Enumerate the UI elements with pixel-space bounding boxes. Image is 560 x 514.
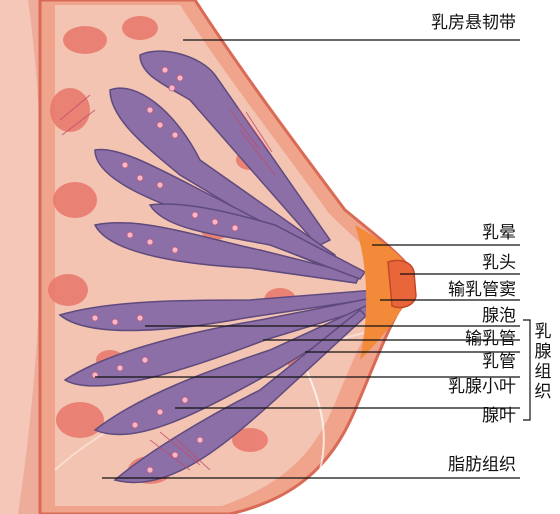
label-alveolus: 腺泡 — [482, 306, 516, 326]
alveoli — [91, 66, 239, 474]
label-areola: 乳晕 — [482, 223, 516, 243]
label-lobe: 腺叶 — [482, 406, 516, 426]
ligament-fibres — [59, 94, 276, 471]
label-mammary-tissue-group: 乳腺组织 — [534, 322, 552, 402]
label-lobule: 乳腺小叶 — [448, 377, 516, 397]
mammary-lobes — [58, 50, 380, 484]
label-nipple: 乳头 — [482, 253, 516, 273]
group-bracket — [523, 319, 531, 421]
label-suspensory-ligament: 乳房悬韧带 — [431, 13, 516, 33]
label-lactiferous-duct: 输乳管 — [465, 329, 516, 349]
nipple-shape — [387, 259, 417, 309]
label-milk-duct: 乳管 — [482, 352, 516, 372]
label-lactiferous-sinus: 输乳管窦 — [448, 280, 516, 300]
label-fat-tissue: 脂肪组织 — [448, 455, 516, 475]
leader-lines — [95, 39, 531, 479]
chest-muscle — [0, 0, 42, 514]
